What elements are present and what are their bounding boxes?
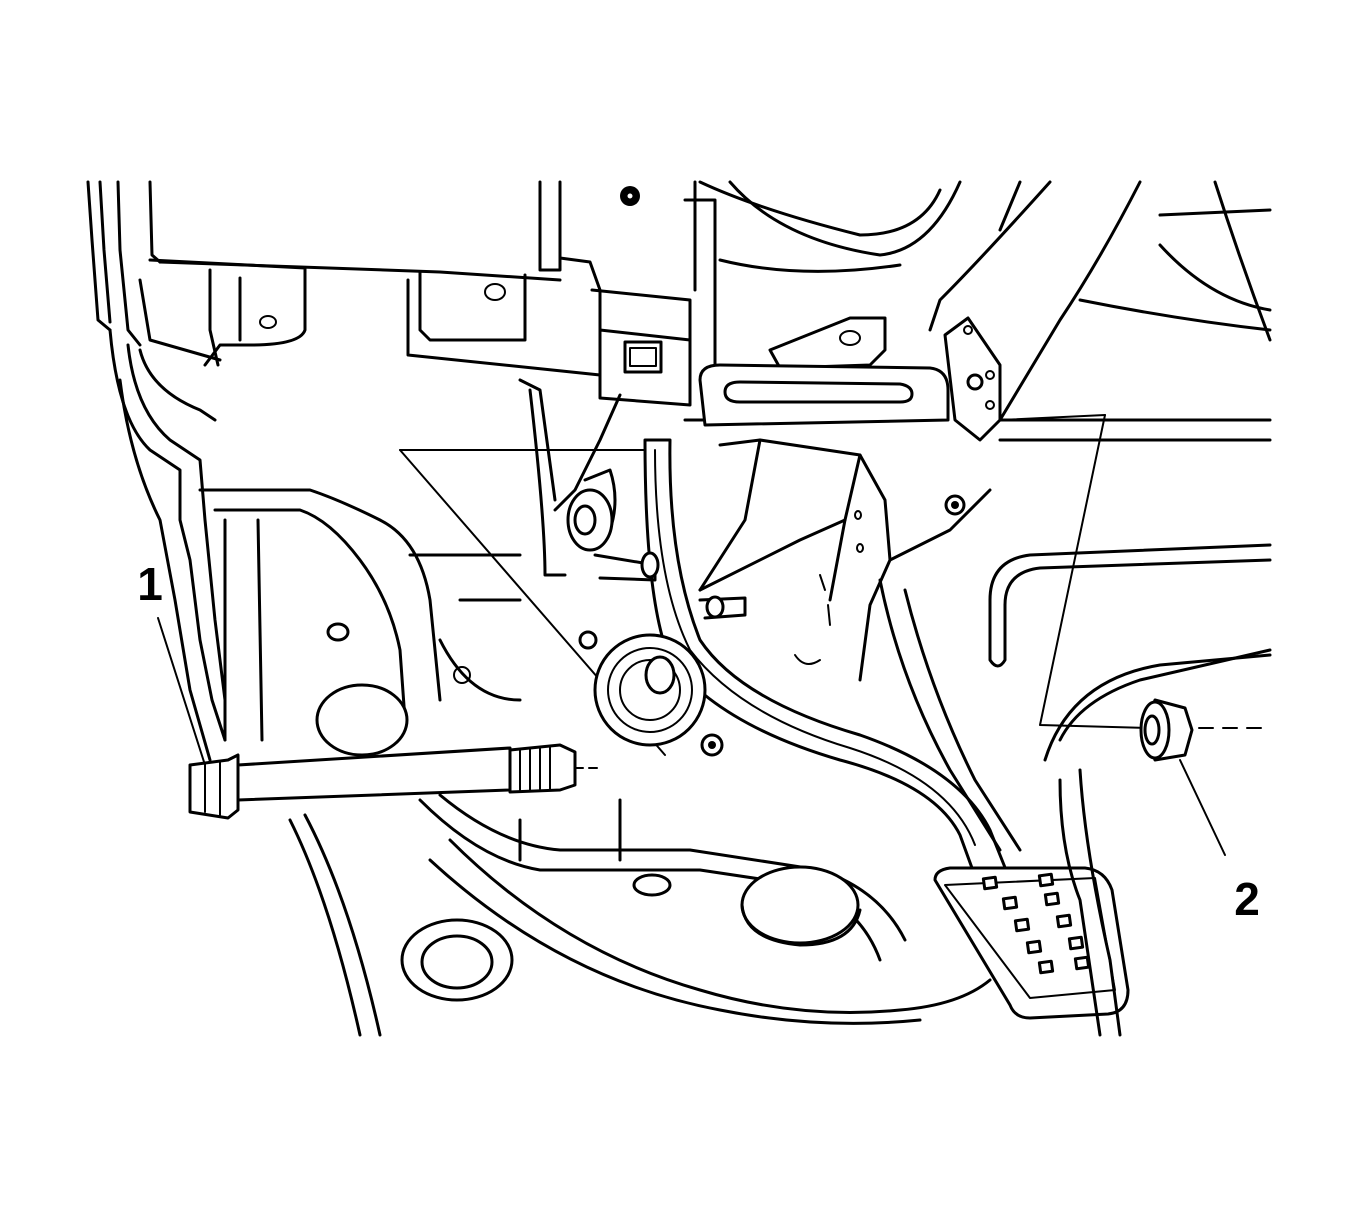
callout-1-leader <box>157 617 206 766</box>
lower-left-cross-member <box>198 488 522 757</box>
mounting-area-outline <box>399 414 1271 756</box>
callout-leaders <box>157 617 1226 856</box>
dash-panel-left-structure <box>86 180 562 762</box>
booster-pushrod-boot <box>578 630 724 757</box>
lower-floor-structure <box>288 543 1272 1037</box>
pedal-pad-grip-studs <box>981 872 1091 975</box>
callout-2-leader <box>1179 759 1226 856</box>
upper-right-frame <box>698 180 1272 442</box>
pushrod-linkage <box>518 378 747 620</box>
brake-booster-bracket <box>698 438 992 682</box>
callout-2-label: 2 <box>1234 873 1260 925</box>
brake-switch-connector <box>598 180 717 422</box>
pedal-pivot-bracket <box>698 316 1002 442</box>
callout-1-label: 1 <box>137 558 163 610</box>
pedal-mounting-bolt <box>188 743 601 820</box>
pedal-pivot-nut <box>1139 698 1194 762</box>
